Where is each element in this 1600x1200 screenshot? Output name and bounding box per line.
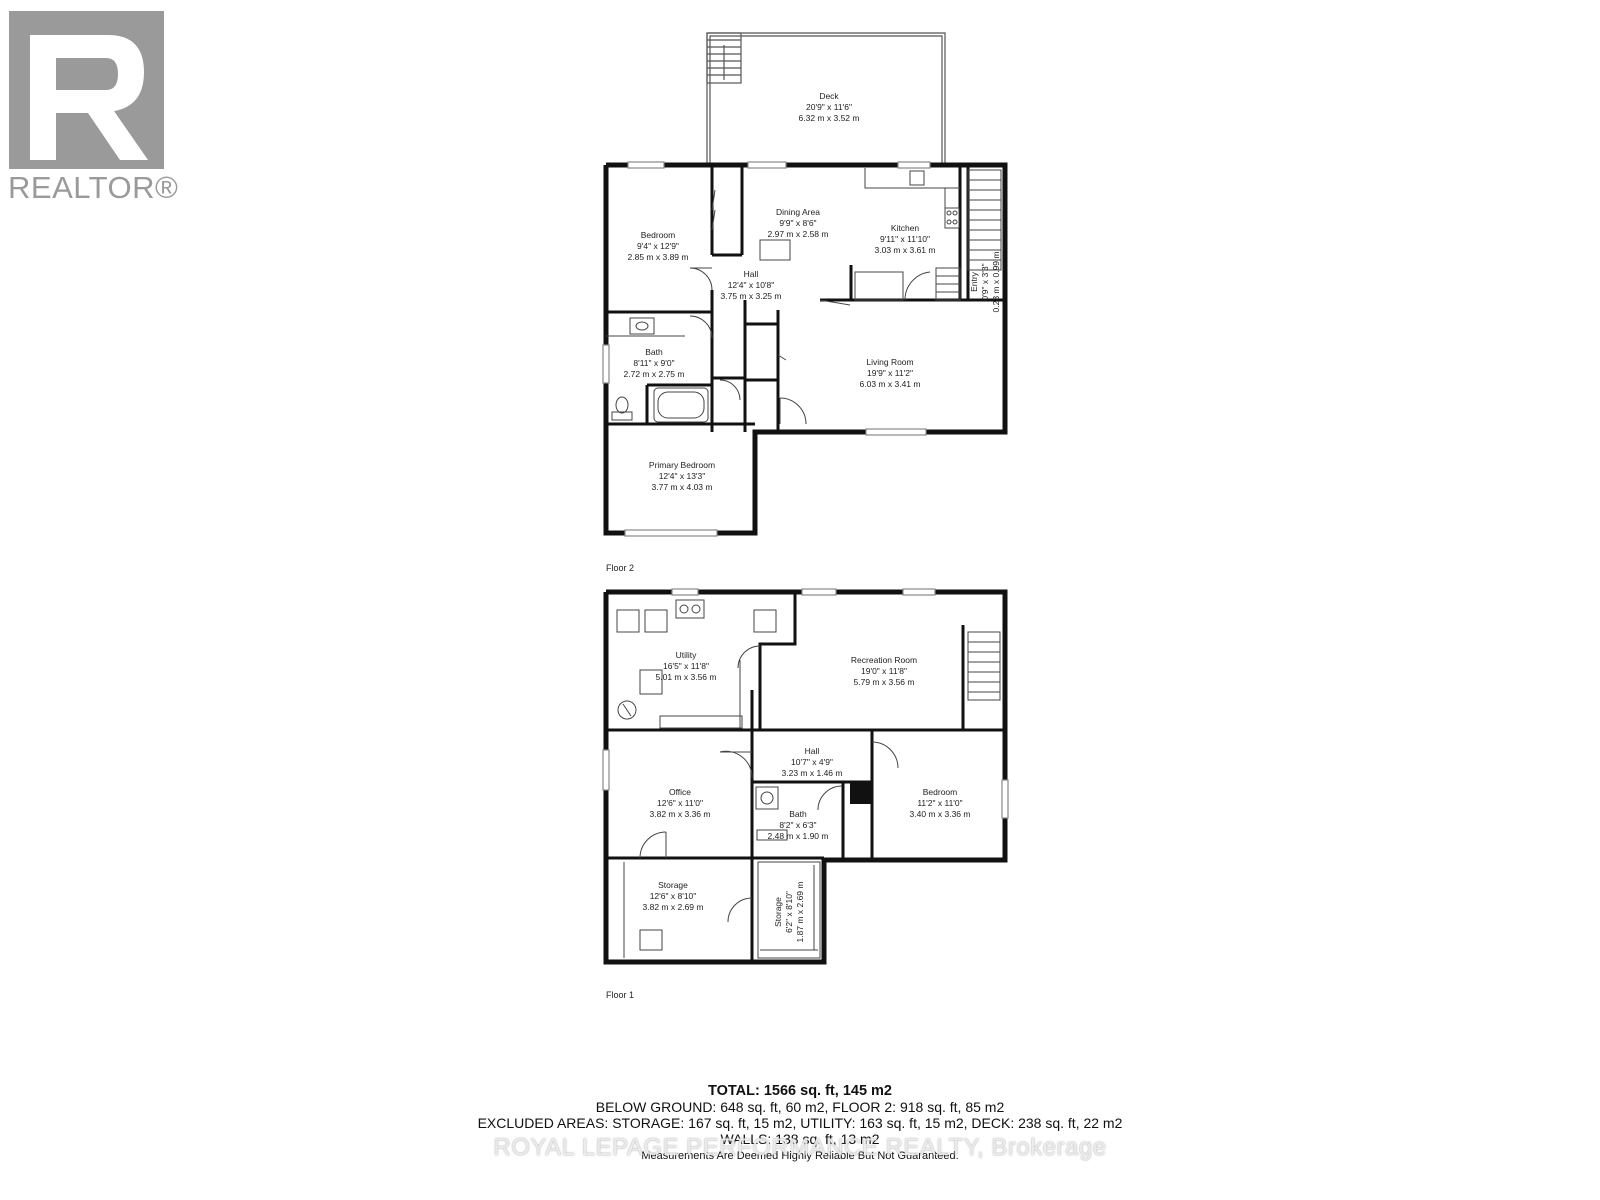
svg-text:5.01 m x 3.56 m: 5.01 m x 3.56 m: [656, 672, 717, 682]
floor-1-fixtures: [616, 599, 1001, 959]
room-dining-area: Dining Area 9'9" x 8'6" 2.97 m x 2.58 m: [768, 207, 829, 239]
svg-text:12'4" x 13'3": 12'4" x 13'3": [659, 471, 706, 481]
svg-text:Deck: Deck: [819, 91, 839, 101]
svg-text:2.85 m x 3.89 m: 2.85 m x 3.89 m: [628, 252, 689, 262]
excluded-areas: EXCLUDED AREAS: STORAGE: 167 sq. ft, 15 …: [477, 1115, 1123, 1131]
svg-text:Entry: Entry: [969, 271, 979, 292]
floor-2-fixtures: [606, 168, 1002, 425]
floor-2-label: Floor 2: [606, 563, 634, 573]
room-bath-floor-1: Bath 8'2" x 6'3" 2.48 m x 1.90 m: [768, 809, 829, 841]
svg-text:1.87 m x 2.69 m: 1.87 m x 2.69 m: [795, 882, 805, 943]
svg-text:Primary Bedroom: Primary Bedroom: [649, 460, 715, 470]
room-bedroom-floor-2: Bedroom 9'4" x 12'9" 2.85 m x 3.89 m: [628, 230, 689, 262]
svg-text:6.32 m x 3.52 m: 6.32 m x 3.52 m: [799, 113, 860, 123]
floor-2-plan: Floor 2: [602, 32, 1008, 573]
walls-area: WALLS: 138 sq. ft, 13 m2: [720, 1131, 880, 1147]
room-entry: Entry 0'9" x 3'3" 0.23 m x 0.99 m: [969, 252, 1001, 313]
room-kitchen: Kitchen 9'11" x 11'10" 3.03 m x 3.61 m: [875, 223, 936, 255]
room-recreation-room: Recreation Room 19'0" x 11'8" 5.79 m x 3…: [851, 655, 917, 687]
svg-text:3.03 m x 3.61 m: 3.03 m x 3.61 m: [875, 245, 936, 255]
svg-text:Bedroom: Bedroom: [641, 230, 676, 240]
svg-text:12'6" x 8'10": 12'6" x 8'10": [650, 891, 697, 901]
room-office: Office 12'6" x 11'0" 3.82 m x 3.36 m: [650, 787, 711, 819]
room-hall-floor-2: Hall 12'4" x 10'8" 3.75 m x 3.25 m: [721, 269, 782, 301]
room-storage-1: Storage 12'6" x 8'10" 3.82 m x 2.69 m: [643, 880, 704, 912]
total-area: TOTAL: 1566 sq. ft, 145 m2: [708, 1083, 892, 1099]
room-storage-2: Storage 6'2" x 8'10" 1.87 m x 2.69 m: [773, 882, 805, 943]
svg-text:6.03 m x 3.41 m: 6.03 m x 3.41 m: [860, 379, 921, 389]
svg-text:19'9" x 11'2": 19'9" x 11'2": [867, 368, 913, 378]
svg-text:Recreation Room: Recreation Room: [851, 655, 917, 665]
svg-text:Storage: Storage: [773, 897, 783, 927]
svg-text:Bath: Bath: [789, 809, 807, 819]
realtor-logo: [9, 11, 164, 169]
svg-text:9'11" x 11'10": 9'11" x 11'10": [880, 234, 930, 244]
svg-text:5.79 m x 3.56 m: 5.79 m x 3.56 m: [854, 677, 915, 687]
floor-1-label: Floor 1: [606, 990, 634, 1000]
svg-text:20'9" x 11'6": 20'9" x 11'6": [806, 102, 852, 112]
room-primary-bedroom: Primary Bedroom 12'4" x 13'3" 3.77 m x 4…: [649, 460, 715, 492]
svg-text:9'4" x 12'9": 9'4" x 12'9": [637, 241, 679, 251]
svg-text:Dining Area: Dining Area: [776, 207, 820, 217]
svg-text:8'11" x 9'0": 8'11" x 9'0": [633, 358, 674, 368]
deck-outline: [706, 32, 946, 165]
brokerage-watermark: ROYAL LEPAGE PERFORMANCE REALTY, Brokera…: [493, 1134, 1107, 1161]
room-living-room: Living Room 19'9" x 11'2" 6.03 m x 3.41 …: [860, 357, 921, 389]
svg-text:Bath: Bath: [645, 347, 663, 357]
svg-text:Kitchen: Kitchen: [891, 223, 920, 233]
svg-text:Hall: Hall: [805, 746, 820, 756]
floor-1-windows: [602, 588, 1009, 819]
svg-text:12'6" x 11'0": 12'6" x 11'0": [657, 798, 703, 808]
room-deck: Deck 20'9" x 11'6" 6.32 m x 3.52 m: [799, 91, 860, 123]
measurement-disclaimer: Measurements Are Deemed Highly Reliable …: [641, 1150, 959, 1162]
svg-text:0'9" x 3'3": 0'9" x 3'3": [980, 263, 990, 300]
svg-text:19'0" x 11'8": 19'0" x 11'8": [861, 666, 907, 676]
floor-1-plan: Floor 1: [602, 588, 1009, 1000]
svg-text:Office: Office: [669, 787, 691, 797]
floor-1-exterior-walls: [603, 589, 1008, 965]
area-summary: TOTAL: 1566 sq. ft, 145 m2 BELOW GROUND:…: [0, 1083, 1600, 1163]
svg-text:3.82 m x 3.36 m: 3.82 m x 3.36 m: [650, 809, 711, 819]
svg-text:3.23 m x 1.46 m: 3.23 m x 1.46 m: [782, 768, 843, 778]
svg-text:2.72 m x 2.75 m: 2.72 m x 2.75 m: [624, 369, 685, 379]
svg-text:16'5" x 11'8": 16'5" x 11'8": [663, 661, 709, 671]
room-bedroom-floor-1: Bedroom 11'2" x 11'0" 3.40 m x 3.36 m: [910, 787, 971, 819]
svg-text:9'9" x 8'6": 9'9" x 8'6": [779, 218, 816, 228]
room-hall-floor-1: Hall 10'7" x 4'9" 3.23 m x 1.46 m: [782, 746, 843, 778]
svg-text:3.77 m x 4.03 m: 3.77 m x 4.03 m: [652, 482, 713, 492]
svg-text:Living Room: Living Room: [866, 357, 913, 367]
svg-text:2.48 m x 1.90 m: 2.48 m x 1.90 m: [768, 831, 829, 841]
chimney-block: [850, 782, 872, 804]
svg-text:11'2" x 11'0": 11'2" x 11'0": [917, 798, 962, 808]
room-labels: Deck 20'9" x 11'6" 6.32 m x 3.52 m Bedro…: [624, 91, 1001, 942]
svg-text:3.82 m x 2.69 m: 3.82 m x 2.69 m: [643, 902, 704, 912]
floor-2-exterior-walls: [603, 162, 1008, 536]
svg-text:12'4" x 10'8": 12'4" x 10'8": [728, 280, 775, 290]
svg-text:Utility: Utility: [676, 650, 698, 660]
below-ground-area: BELOW GROUND: 648 sq. ft, 60 m2, FLOOR 2…: [595, 1099, 1005, 1115]
svg-text:Hall: Hall: [744, 269, 759, 279]
floor-2-windows: [602, 161, 931, 537]
svg-text:3.40 m x 3.36 m: 3.40 m x 3.36 m: [910, 809, 971, 819]
realtor-logo-text: REALTOR®: [8, 170, 179, 205]
svg-text:8'2" x 6'3": 8'2" x 6'3": [779, 820, 816, 830]
room-bath-floor-2: Bath 8'11" x 9'0" 2.72 m x 2.75 m: [624, 347, 685, 379]
svg-text:Bedroom: Bedroom: [923, 787, 958, 797]
svg-text:Storage: Storage: [658, 880, 688, 890]
svg-text:3.75 m x 3.25 m: 3.75 m x 3.25 m: [721, 291, 782, 301]
svg-text:0.23 m x 0.99 m: 0.23 m x 0.99 m: [991, 252, 1001, 313]
svg-text:6'2" x 8'10": 6'2" x 8'10": [784, 891, 794, 933]
svg-text:10'7" x 4'9": 10'7" x 4'9": [791, 757, 833, 767]
room-utility: Utility 16'5" x 11'8" 5.01 m x 3.56 m: [656, 650, 717, 682]
svg-text:2.97 m x 2.58 m: 2.97 m x 2.58 m: [768, 229, 829, 239]
